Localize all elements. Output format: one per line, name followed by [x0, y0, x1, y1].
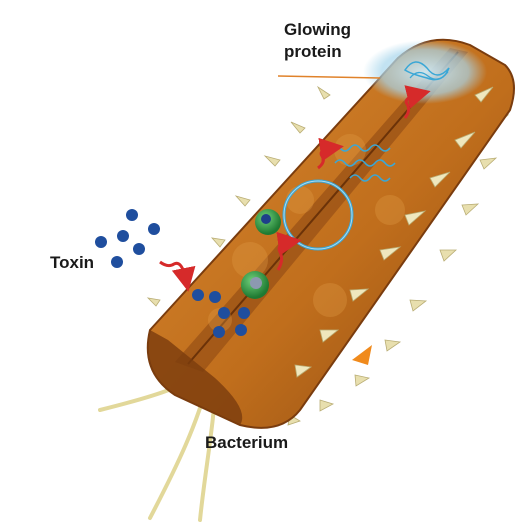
signal-arrow-icon — [403, 85, 431, 119]
toxin-outside — [95, 209, 160, 268]
spike-icon — [404, 210, 427, 226]
toxin-molecule-icon — [218, 307, 230, 319]
spike-icon — [474, 86, 494, 103]
orange-pointer — [352, 345, 372, 365]
toxin-molecule-icon — [192, 289, 204, 301]
toxin-molecule-icon — [238, 307, 250, 319]
signal-arrows — [159, 85, 431, 292]
spike-icon — [210, 237, 226, 248]
spike-icon — [379, 246, 402, 261]
glowing-protein-pointer — [277, 75, 381, 79]
toxin-molecule-icon — [117, 230, 129, 242]
spike-icon — [479, 157, 498, 170]
signal-arrow-icon — [317, 137, 344, 170]
spike-icon — [384, 339, 402, 352]
toxin-molecule-icon — [213, 326, 225, 338]
spike-icon — [263, 155, 281, 167]
spike-icon — [461, 203, 480, 216]
spike-icon — [294, 364, 313, 378]
spike-icon — [409, 299, 428, 312]
spike-icon — [146, 297, 161, 307]
surface-spikes — [294, 86, 494, 378]
toxin-molecule-icon — [148, 223, 160, 235]
spike-icon — [319, 329, 340, 343]
spike-icon — [349, 288, 370, 302]
receptor-nodes — [241, 209, 281, 299]
spike-icon — [454, 131, 476, 149]
signal-arrow-icon — [159, 260, 196, 292]
spike-icon — [319, 399, 335, 412]
toxin-inside — [192, 289, 250, 338]
spike-icon — [316, 85, 331, 100]
spike-icon — [429, 171, 451, 188]
glowing-protein — [363, 40, 487, 104]
glowing-protein-label-line2: protein — [284, 42, 342, 61]
bacterium-label: Bacterium — [205, 433, 289, 452]
signal-arrow-icon — [276, 231, 302, 271]
dna-strand-icon — [349, 174, 391, 182]
toxin-molecule-icon — [126, 209, 138, 221]
dna-strand-icon — [334, 159, 396, 167]
toxin-molecule-icon — [133, 243, 145, 255]
spike-icon — [354, 374, 371, 387]
spike-icon — [439, 249, 458, 262]
toxin-molecule-icon — [209, 291, 221, 303]
toxin-label: Toxin — [50, 253, 95, 272]
toxin-molecule-icon — [111, 256, 123, 268]
spike-icon — [234, 195, 251, 207]
toxin-molecule-icon — [235, 324, 247, 336]
toxin-molecule-icon — [95, 236, 107, 248]
spike-icon — [290, 121, 306, 134]
glowing-protein-label-line1: Glowing — [284, 20, 352, 39]
